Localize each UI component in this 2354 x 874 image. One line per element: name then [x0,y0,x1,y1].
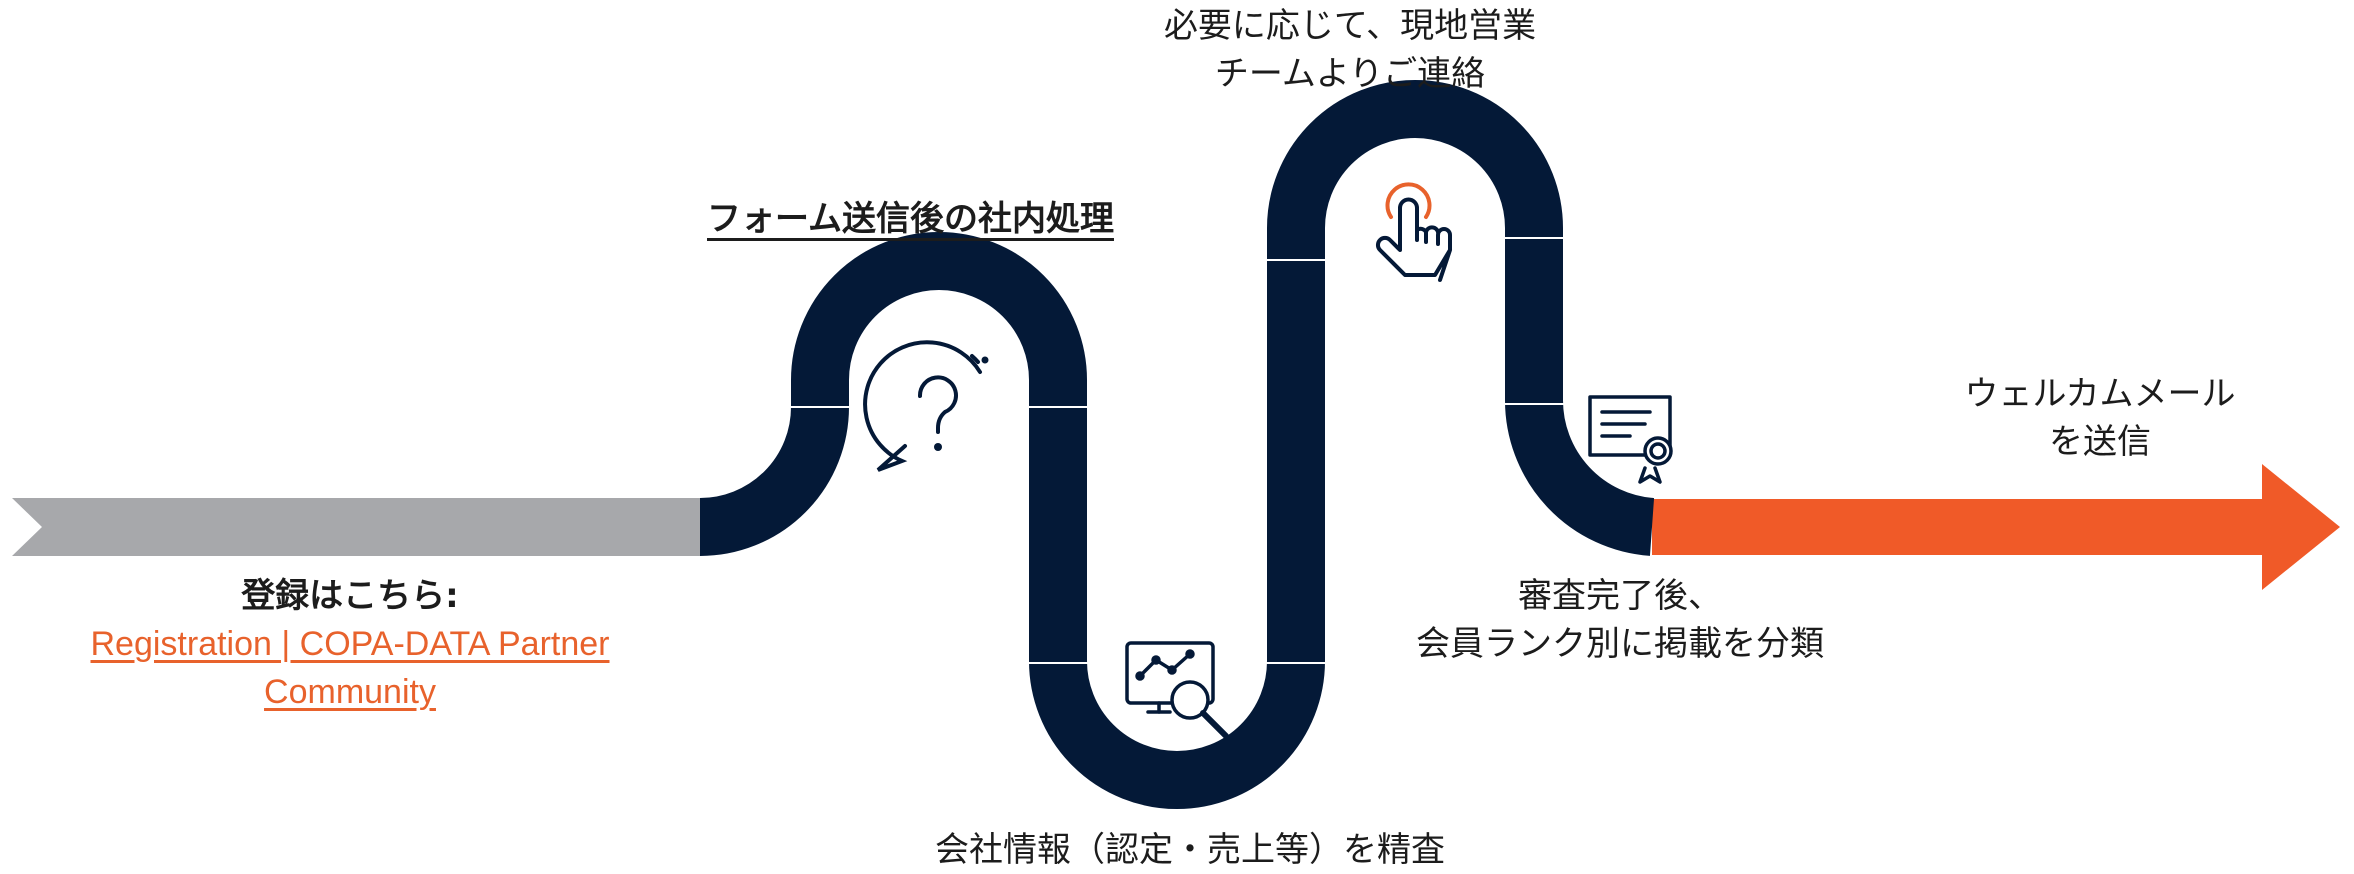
road-separators [789,237,1565,664]
classification-label: 審査完了後、 会員ランク別に掲載を分類 [1370,572,1870,668]
registration-title: 登録はこちら: [241,576,459,616]
winding-road [699,80,1655,809]
touch-hand-icon [1375,182,1452,282]
welcome-mail-label: ウェルカムメール を送信 [1920,370,2280,466]
registration-link-continued[interactable]: Community [264,673,436,711]
certificate-icon [1588,395,1673,484]
end-arrow [1652,464,2340,590]
chart-magnifier-icon [1125,641,1229,739]
registration-link[interactable]: Registration | COPA-DATA Partner [90,625,610,663]
sales-contact-line1: 必要に応じて、現地営業 [1163,6,1537,46]
company-review-label: 会社情報（認定・売上等）を精査 [800,826,1580,874]
question-bubble-icon [863,340,989,472]
registration-block: 登録はこちら: Registration | COPA-DATA Partner… [60,572,640,716]
start-arrow [12,498,700,556]
sales-contact-label: 必要に応じて、現地営業 チームよりご連絡 [1125,2,1575,98]
sales-contact-line2: チームよりご連絡 [1214,54,1486,94]
internal-processing-heading: フォーム送信後の社内処理 [707,199,1114,239]
classification-line1: 審査完了後、 [1518,576,1722,616]
classification-line2: 会員ランク別に掲載を分類 [1416,624,1824,664]
welcome-mail-line1: ウェルカムメール [1964,374,2236,414]
welcome-mail-line2: を送信 [2049,422,2151,462]
company-review-text: 会社情報（認定・売上等）を精査 [935,830,1445,870]
